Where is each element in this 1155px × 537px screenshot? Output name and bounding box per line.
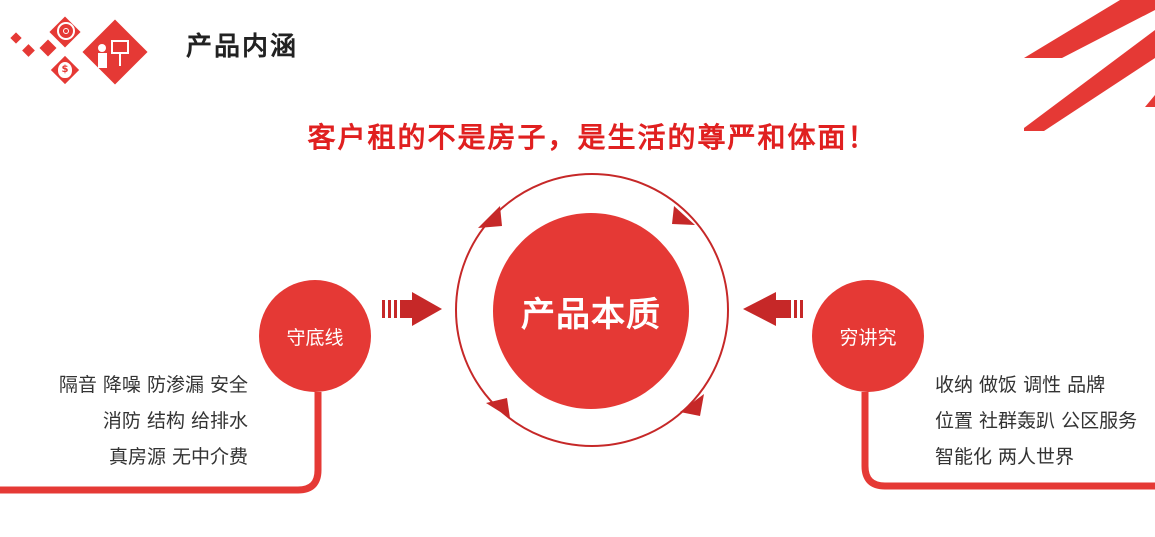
- left-feature-list: 隔音 降噪 防渗漏 安全 消防 结构 给排水 真房源 无中介费: [59, 367, 248, 475]
- center-circle: [493, 213, 689, 409]
- slogan-heading: 客户租的不是房子，是生活的尊严和体面！: [307, 121, 878, 154]
- cycle-arrow-bottom-right: [680, 394, 704, 416]
- cycle-arrow-top-left: [478, 206, 502, 228]
- right-node-label: 穷讲究: [839, 326, 897, 349]
- cycle-arrow-top-right: [672, 206, 695, 225]
- right-connector-line: [861, 392, 1155, 490]
- right-feature-line: 智能化 两人世界: [935, 446, 1075, 468]
- right-feature-line: 位置 社群轰趴 公区服务: [935, 410, 1138, 432]
- right-feature-line: 收纳 做饭 调性 品牌: [935, 374, 1106, 396]
- right-arrow-icon: [743, 292, 803, 326]
- left-connector-line: [0, 392, 322, 494]
- left-feature-line: 消防 结构 给排水: [102, 410, 248, 432]
- right-feature-list: 收纳 做饭 调性 品牌 位置 社群轰趴 公区服务 智能化 两人世界: [935, 367, 1137, 475]
- center-label: 产品本质: [521, 294, 661, 335]
- corner-stripes: [1024, 0, 1155, 131]
- page-title: 产品内涵: [186, 32, 299, 62]
- right-node-circle: [812, 280, 924, 392]
- cycle-arrow-bottom-left: [486, 398, 510, 418]
- left-arrow-icon: [382, 292, 442, 326]
- left-feature-line: 隔音 降噪 防渗漏 安全: [58, 374, 248, 396]
- presenter-icon: [98, 38, 132, 68]
- target-icon: [57, 22, 75, 40]
- left-node-circle: [259, 280, 371, 392]
- money-bag-icon: $: [58, 62, 72, 78]
- left-node-label: 守底线: [286, 326, 344, 349]
- cycle-ring: [455, 173, 729, 447]
- left-feature-line: 真房源 无中介费: [108, 446, 248, 468]
